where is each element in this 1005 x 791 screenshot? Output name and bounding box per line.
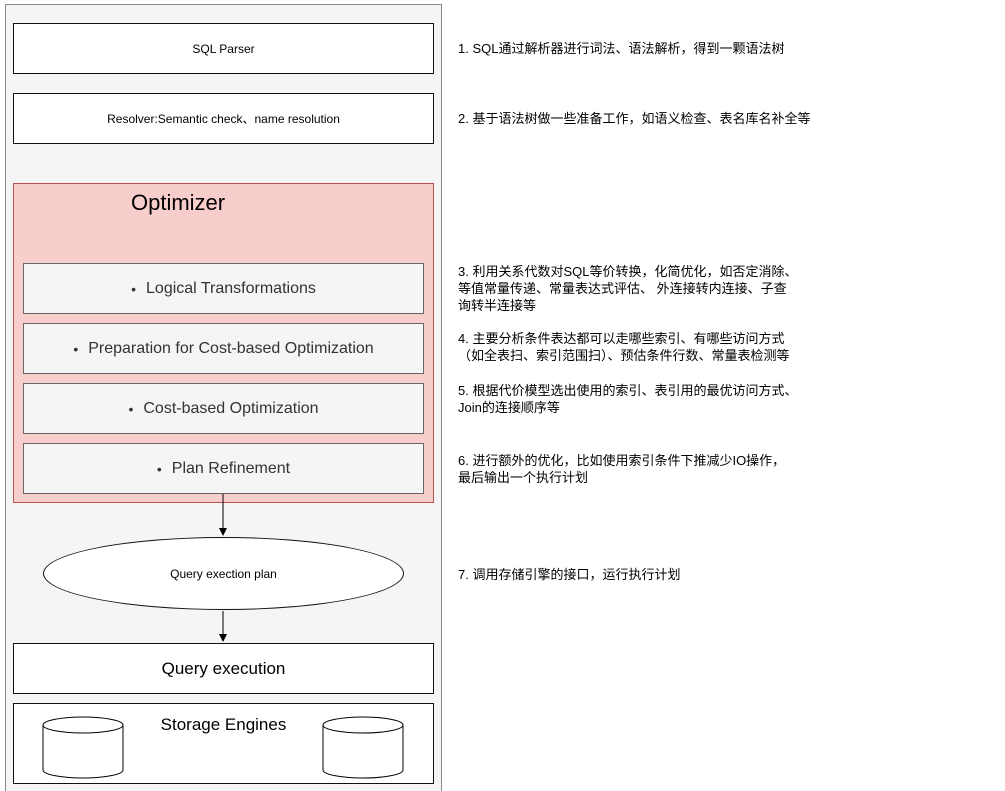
step-logical-transformations: • Logical Transformations bbox=[23, 263, 424, 314]
note-5: 5. 根据代价模型选出使用的索引、表引用的最优访问方式、 Join的连接顺序等 bbox=[458, 383, 798, 415]
resolver-label: Resolver:Semantic check、name resolution bbox=[107, 112, 340, 126]
optimizer-title: Optimizer bbox=[131, 190, 226, 215]
step-cost-based-optimization: • Cost-based Optimization bbox=[23, 383, 424, 434]
note-4: 4. 主要分析条件表达都可以走哪些索引、有哪些访问方式 （如全表扫、索引范围扫）… bbox=[458, 331, 790, 363]
note-6: 6. 进行额外的优化，比如使用索引条件下推减少IO操作， 最后输出一个执行计划 bbox=[458, 453, 786, 485]
resolver-box: Resolver:Semantic check、name resolution bbox=[13, 93, 434, 144]
step-label: Plan Refinement bbox=[171, 459, 291, 477]
sql-parser-box: SQL Parser bbox=[13, 23, 434, 74]
database-icon bbox=[322, 716, 404, 779]
query-plan-ellipse: Query exection plan bbox=[43, 537, 404, 610]
step-label: Cost-based Optimization bbox=[143, 399, 319, 417]
note-1: 1. SQL通过解析器进行词法、语法解析，得到一颗语法树 bbox=[458, 41, 785, 56]
step-plan-refinement: • Plan Refinement bbox=[23, 443, 424, 494]
step-label: Logical Transformations bbox=[146, 279, 316, 297]
note-7: 7. 调用存储引擎的接口，运行执行计划 bbox=[458, 567, 681, 582]
database-icon bbox=[42, 716, 124, 779]
note-2: 2. 基于语法树做一些准备工作，如语义检查、表名库名补全等 bbox=[458, 111, 811, 126]
step-label: Preparation for Cost-based Optimization bbox=[88, 339, 374, 357]
query-execution-label: Query execution bbox=[161, 658, 286, 678]
query-execution-box: Query execution bbox=[13, 643, 434, 694]
step-preparation: • Preparation for Cost-based Optimizatio… bbox=[23, 323, 424, 374]
query-plan-label: Query exection plan bbox=[170, 566, 277, 581]
note-3: 3. 利用关系代数对SQL等价转换，化简优化，如否定消除、 等值常量传递、常量表… bbox=[458, 264, 798, 313]
storage-engines-label: Storage Engines bbox=[160, 715, 287, 734]
sql-parser-label: SQL Parser bbox=[192, 41, 255, 56]
